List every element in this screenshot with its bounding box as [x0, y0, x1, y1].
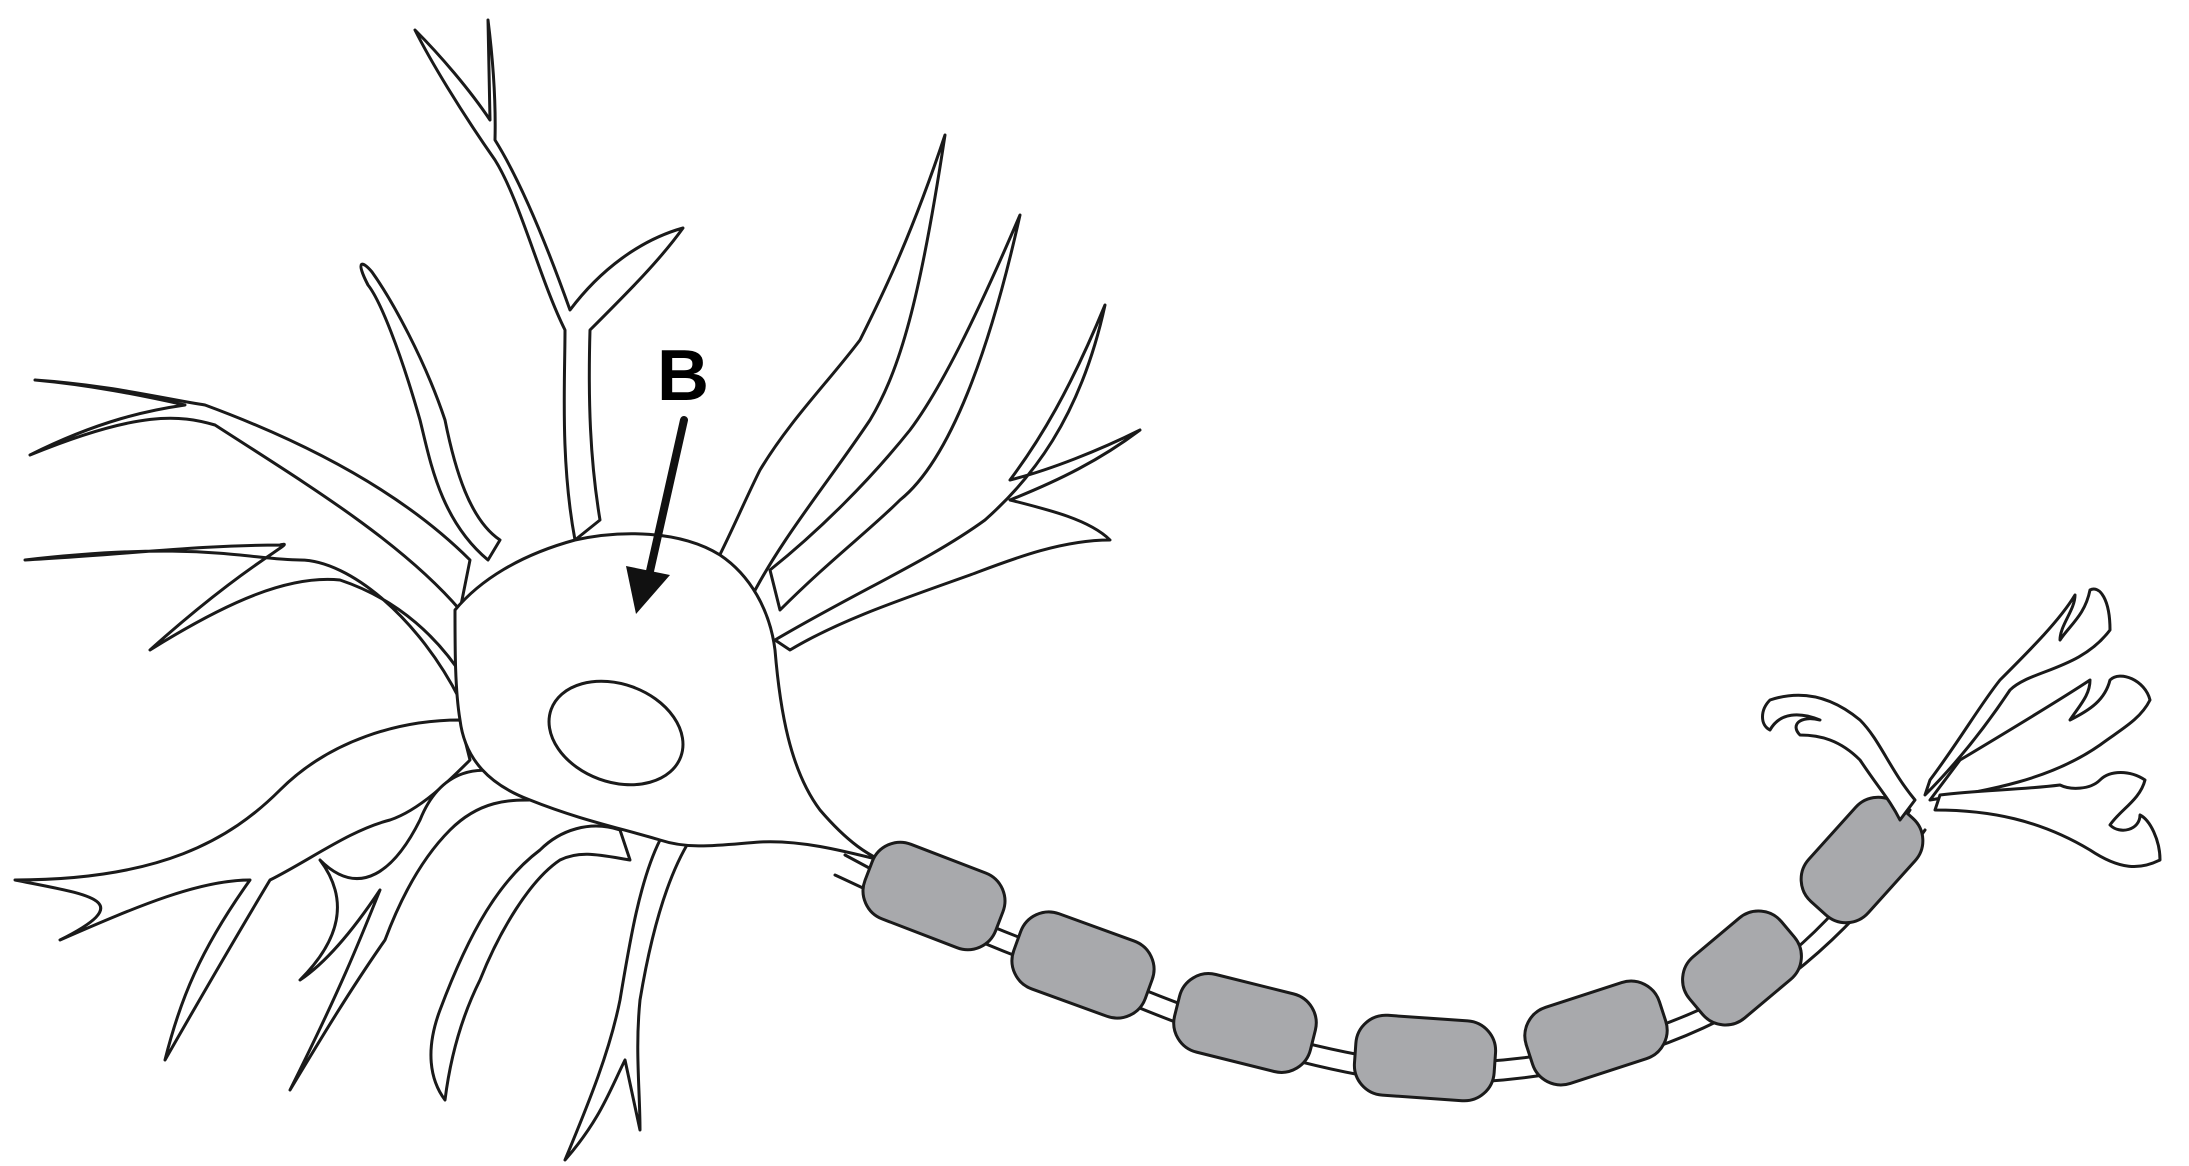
arrow-head: [626, 566, 670, 614]
dendrite-top-main: [413, 18, 685, 542]
dendrite-left-lower: [13, 718, 472, 1062]
myelin-sheath: [1681, 909, 1803, 1027]
axon-terminal: [1928, 674, 2152, 802]
dendrites: [13, 18, 1142, 1162]
myelin-sheaths: [861, 795, 1925, 1103]
dendrite-left-middle: [23, 542, 467, 702]
myelin-sheath: [861, 840, 1007, 952]
myelin-sheath: [1352, 1013, 1498, 1103]
dendrite-bottom-center: [563, 838, 692, 1162]
arrow-shaft: [644, 416, 688, 584]
dendrite-bottom: [429, 824, 632, 1102]
myelin-sheath: [1799, 795, 1925, 925]
myelin-sheath: [1523, 979, 1669, 1087]
dendrite-bottom-left: [288, 768, 532, 1092]
dendrite-left-upper: [28, 378, 472, 612]
dendrite-right-upper: [698, 133, 947, 602]
axon-terminals: [1761, 587, 2162, 869]
label-b: B: [657, 336, 709, 416]
myelin-sheath: [1010, 910, 1156, 1020]
axon-terminal: [1923, 587, 2112, 797]
axon-terminal: [1933, 771, 2162, 869]
myelin-sheath: [1172, 972, 1318, 1074]
label-arrow: [626, 416, 688, 614]
dendrite-top-left: [359, 262, 502, 562]
dendrite-right-branch: [768, 213, 1022, 612]
cell-body: [453, 532, 882, 862]
axon-terminal: [1761, 693, 1917, 822]
dendrite-right-far: [773, 303, 1142, 652]
nucleus: [547, 679, 685, 787]
